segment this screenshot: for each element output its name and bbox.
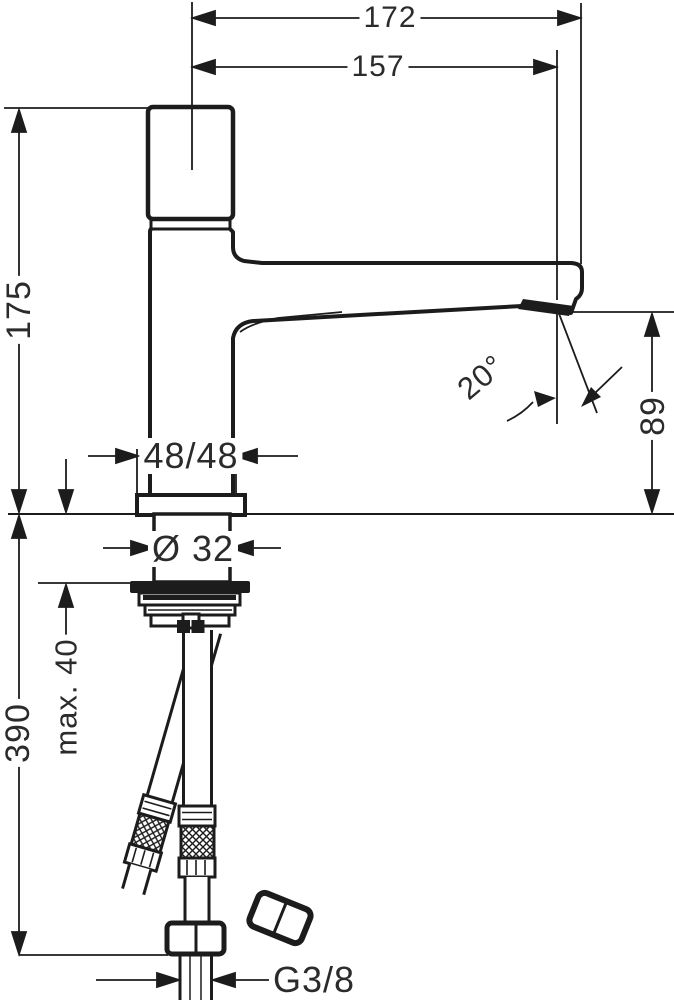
dim-label-connection-thread: G3/8	[268, 962, 360, 998]
angle-annotation	[506, 310, 623, 424]
base-plate	[135, 493, 247, 517]
hose-braid-section	[179, 824, 216, 860]
dim-label-body-height: 175	[0, 276, 38, 344]
spout-underside-highlight	[239, 311, 343, 333]
dim-label-overall-projection: 172	[359, 3, 421, 33]
faucet-handle	[145, 104, 236, 222]
dim-label-hose-drop: 390	[0, 699, 37, 767]
dim-label-base-footprint: 48/48	[139, 438, 243, 474]
supply-hose-vertical	[164, 630, 227, 1000]
mounting-flange	[130, 581, 250, 593]
dim-label-mounting-hole-diameter: Ø 32	[147, 531, 239, 567]
dim-label-outlet-height: 89	[634, 392, 672, 440]
dimension-lines	[4, 2, 674, 989]
hex-nut-angled	[246, 889, 314, 947]
dim-label-spout-reach: 157	[347, 52, 409, 82]
mounting-hardware	[130, 581, 250, 633]
dim-label-max-deck-thickness: max. 40	[49, 634, 84, 760]
aerator	[518, 299, 574, 316]
